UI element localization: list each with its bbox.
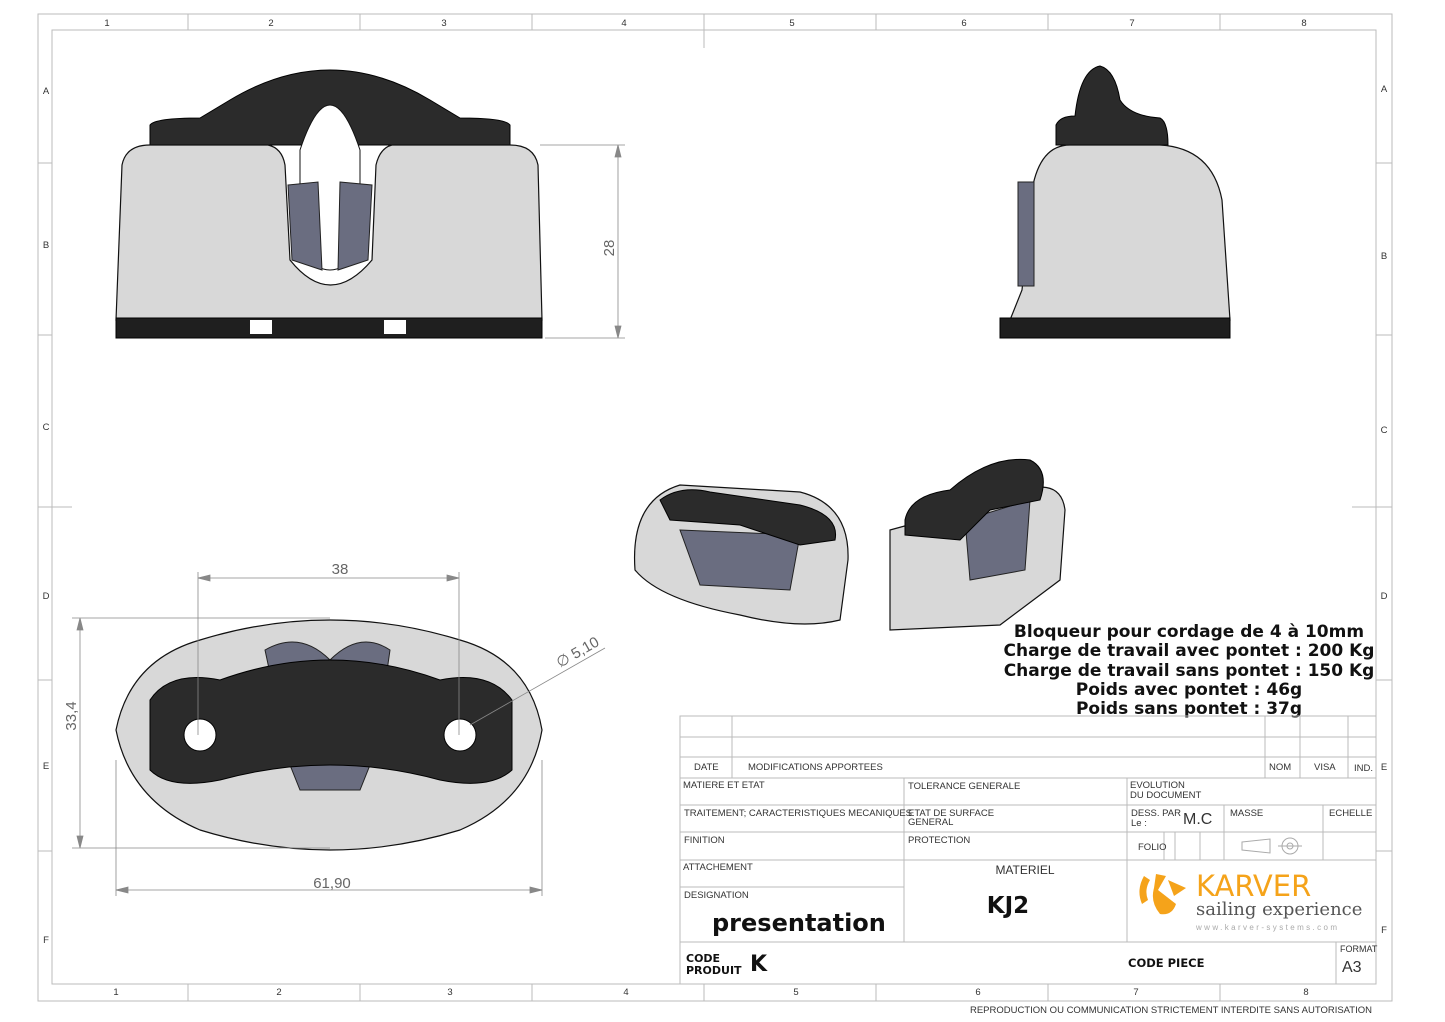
label-finition: FINITION [684,835,725,846]
row-label: D [43,591,50,602]
label-etat-surface: ETAT DE SURFACE [908,808,994,819]
label-folio: FOLIO [1138,842,1167,853]
col-label: 1 [104,18,109,29]
isometric-view-2 [889,458,1066,631]
code-produit-value: K [750,952,768,977]
label-code-piece: CODE PIECE [1128,956,1205,970]
spec-line: Charge de travail avec pontet : 200 Kg [1004,641,1375,661]
col-label: 1 [113,987,118,998]
spec-line: Poids sans pontet : 37g [1076,699,1302,719]
label-le: Le : [1131,818,1147,829]
label-traitement: TRAITEMENT; CARACTERISTIQUES MECANIQUES [684,808,912,819]
col-label: 2 [268,18,273,29]
row-label: A [1381,84,1388,95]
karver-logo: KARVER sailing experience www.karver-sys… [1139,869,1362,932]
format-value: A3 [1342,959,1362,976]
dimension-length: 61,90 [313,875,351,892]
materiel-value: KJ2 [987,893,1029,919]
spec-line: Poids avec pontet : 46g [1076,680,1302,700]
label-echelle: ECHELLE [1329,808,1372,819]
label-visa: VISA [1314,762,1336,773]
spec-line: Charge de travail sans pontet : 150 Kg [1004,661,1375,681]
logo-brand: KARVER [1196,869,1311,903]
front-view: 28 [115,69,625,339]
label-matiere: MATIERE ET ETAT [683,780,765,791]
col-label: 3 [447,987,452,998]
col-label: 7 [1133,987,1138,998]
col-label: 6 [975,987,980,998]
top-view: 38 33,4 61,90 ∅ 5,10 [63,561,606,896]
label-ind: IND. [1354,763,1373,774]
col-label: 8 [1303,987,1308,998]
row-label: E [1381,762,1387,773]
author: M.C [1183,811,1212,828]
col-label: 7 [1129,18,1134,29]
row-label: B [43,240,49,251]
dimension-hole-spacing: 38 [332,561,349,578]
label-code-produit: CODE [686,952,720,965]
label-date: DATE [694,762,719,773]
row-label: D [1381,591,1388,602]
col-label: 4 [621,18,626,29]
projection-symbol-icon [1241,837,1302,855]
title-block: DATE MODIFICATIONS APPORTEES NOM VISA IN… [679,715,1378,985]
row-label: B [1381,251,1387,262]
spec-line: Bloqueur pour cordage de 4 à 10mm [1014,622,1364,642]
label-modifications: MODIFICATIONS APPORTEES [748,762,883,773]
row-label: A [43,86,50,97]
designation-value: presentation [712,909,886,937]
row-label: C [43,422,50,433]
row-label: F [43,935,49,946]
col-label: 4 [623,987,628,998]
label-protection: PROTECTION [908,835,970,846]
label-tolerance: TOLERANCE GENERALE [908,781,1020,792]
label-evolution: EVOLUTION [1130,780,1185,791]
label-materiel: MATERIEL [995,863,1054,877]
label-designation: DESIGNATION [684,890,749,901]
side-view [999,65,1231,339]
row-label: C [1381,425,1388,436]
row-label: E [43,761,49,772]
specifications: Bloqueur pour cordage de 4 à 10mm Charge… [1004,622,1375,719]
label-etat-surface: GENERAL [908,817,953,828]
logo-url: www.karver-systems.com [1195,923,1339,932]
row-label: F [1381,925,1387,936]
footer-notice: REPRODUCTION OU COMMUNICATION STRICTEMEN… [970,1005,1372,1016]
label-code-produit: PRODUIT [686,964,742,977]
col-label: 5 [793,987,798,998]
col-label: 3 [441,18,446,29]
label-nom: NOM [1269,762,1291,773]
label-dess-par: DESS. PAR [1131,808,1181,819]
col-label: 8 [1301,18,1306,29]
dimension-width: 33,4 [63,701,80,730]
label-evolution: DU DOCUMENT [1130,790,1201,801]
label-masse: MASSE [1230,808,1263,819]
dimension-height: 28 [601,240,618,257]
label-format: FORMAT [1340,944,1378,954]
dimension-hole-diameter: ∅ 5,10 [554,634,603,672]
isometric-view-1 [633,484,849,625]
col-label: 5 [789,18,794,29]
col-label: 6 [961,18,966,29]
col-label: 2 [276,987,281,998]
label-attachement: ATTACHEMENT [683,862,753,873]
logo-tagline: sailing experience [1196,899,1362,920]
